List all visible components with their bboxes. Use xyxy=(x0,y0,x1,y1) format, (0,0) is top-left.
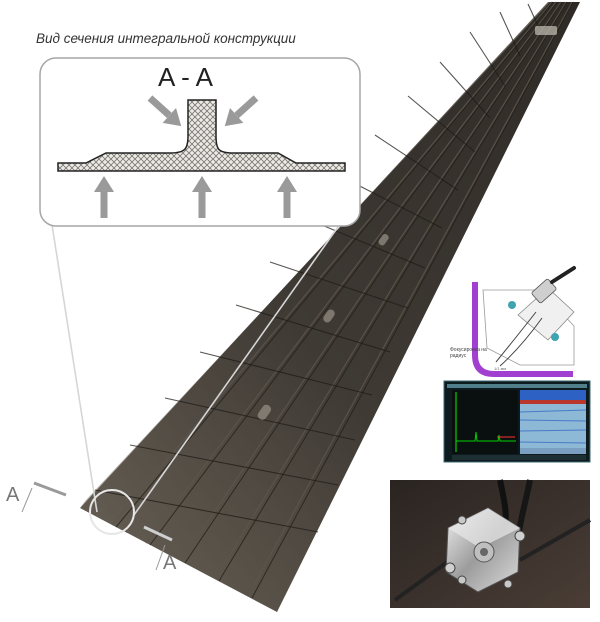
integral-panel xyxy=(80,1,580,612)
section-detail-box xyxy=(39,57,361,227)
detail-circle xyxy=(89,489,135,535)
scan-screen xyxy=(443,380,591,463)
probe-scale-note: 1/1 мм xyxy=(494,366,507,371)
t-profile-section xyxy=(57,99,346,172)
probe-cable xyxy=(550,266,576,284)
scanner-icon xyxy=(444,507,526,593)
probe-callout: Фокусировка на радиус xyxy=(450,347,487,359)
section-cut-marker-right xyxy=(143,525,173,542)
probe-dot-right xyxy=(551,333,559,341)
section-label: A - A xyxy=(158,62,213,92)
stringer-ridges xyxy=(111,1,573,597)
pressure-arrows xyxy=(94,95,297,218)
probe-focus-diagram xyxy=(468,266,576,377)
section-cut-marker-left xyxy=(33,481,67,497)
probe-dot-left xyxy=(508,301,516,309)
section-mark-right: A xyxy=(163,552,177,574)
figure-title: Вид сечения интегральной конструкции xyxy=(36,31,296,46)
section-mark-left: A xyxy=(6,484,20,506)
cross-ribs xyxy=(94,3,541,533)
scanner-photo xyxy=(390,479,591,608)
panel-windows xyxy=(257,26,557,420)
section-projection-lines xyxy=(49,211,346,516)
part-profile xyxy=(472,282,573,377)
a-scan-panel xyxy=(452,390,518,454)
